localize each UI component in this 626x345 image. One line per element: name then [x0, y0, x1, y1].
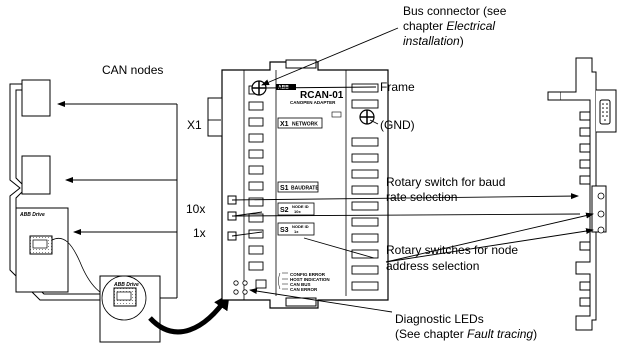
diagnostic-label-1: Diagnostic LEDs [395, 312, 484, 326]
one-x-label: 1x [193, 226, 206, 240]
bus-connector-label-2a: chapter [403, 19, 447, 33]
module-subtitle: CANOPEN ADAPTER [290, 100, 336, 105]
node-address-label-1: Rotary switches for node [386, 243, 519, 257]
led-error-label: CAN ERROR [290, 287, 318, 292]
bus-connector-label-2b: Electrical [446, 19, 496, 33]
gnd-label: (GND) [380, 118, 415, 132]
led-config-label: CONFIG ERROR [290, 272, 326, 277]
module-node-id-10: NODE ID [292, 204, 309, 209]
module-s3-sub: 1x [294, 229, 299, 234]
led-host-label: HOST INDICATION [290, 277, 330, 282]
frame-label: Frame [380, 80, 415, 94]
drive-2-label: ABB Drive [113, 282, 139, 288]
x1-label: X1 [187, 118, 202, 132]
bus-connector-label-3b: ) [459, 34, 464, 48]
module-side-view [547, 57, 617, 331]
diagnostic-label-2b: Fault tracing [467, 327, 534, 341]
diagnostic-leds [233, 280, 248, 295]
bus-connector-label-2: chapter Electrical [403, 19, 495, 33]
rcan-module: ABB RCAN-01 CANOPEN ADAPTER X1 NETWORK S… [207, 59, 389, 309]
frame-screw-icon [251, 80, 267, 96]
module-name: RCAN-01 [300, 90, 344, 101]
baud-label-1: Rotary switch for baud [386, 175, 506, 189]
module-s1: S1 [280, 185, 289, 192]
leader-lines [208, 27, 594, 313]
led-can-label: CAN BUS [290, 282, 311, 287]
diagnostic-label-2: (See chapter Fault tracing) [395, 327, 537, 341]
abb-drive-1: ABB Drive [15, 207, 125, 301]
led-legend: CONFIG ERROR HOST INDICATION CAN BUS CAN… [278, 272, 330, 292]
bus-connector-label-3a: installation [403, 34, 460, 48]
diagnostic-label-2a: (See chapter [395, 327, 468, 341]
module-s2-sub: 10x [294, 209, 301, 214]
bus-lines [57, 101, 178, 299]
drive-1-label: ABB Drive [19, 212, 45, 218]
diagnostic-label-2c: ) [533, 327, 538, 341]
abb-drive-2: ABB Drive [99, 275, 161, 343]
ten-x-label: 10x [186, 202, 206, 216]
module-node-id-1: NODE ID [292, 224, 309, 229]
module-s3: S3 [280, 227, 289, 234]
can-node-2 [21, 155, 51, 195]
insert-arrow [148, 293, 231, 335]
can-node-1 [21, 79, 51, 117]
module-x1: X1 [280, 121, 289, 128]
bus-connector-label-3: installation) [403, 34, 464, 48]
baud-label-2: rate selection [386, 190, 458, 204]
node-address-label-2: address selection [386, 259, 480, 273]
gnd-screw-icon [359, 109, 375, 125]
module-s2: S2 [280, 207, 289, 214]
side-switches [597, 192, 605, 234]
side-connector-pins [602, 103, 608, 121]
module-network: NETWORK [292, 122, 318, 128]
module-baudrate: BAUDRATE [291, 186, 319, 192]
bus-connector-label-1: Bus connector (see [403, 4, 507, 18]
can-nodes-label: CAN nodes [102, 63, 164, 77]
